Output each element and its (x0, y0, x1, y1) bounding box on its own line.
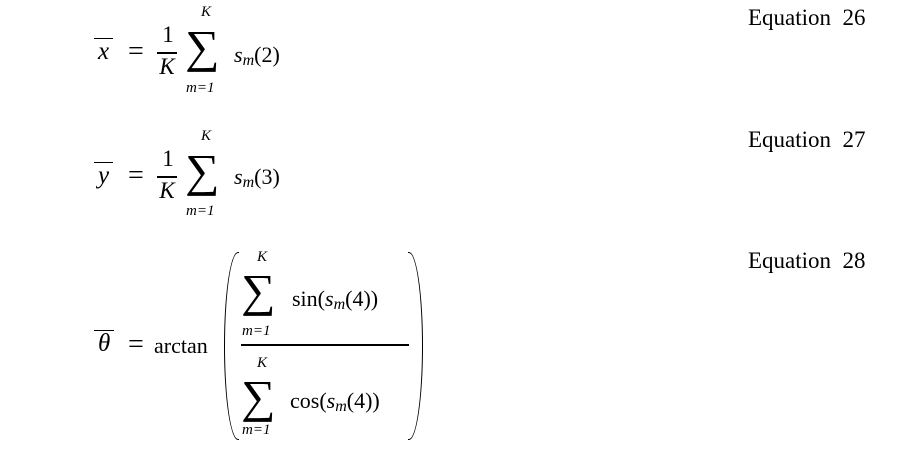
numerator-sum-lower-limit: m=1 (242, 323, 271, 339)
sin-function: sin( (292, 286, 325, 311)
numerator-argument: (4)) (345, 286, 379, 311)
summand-argument: (3) (254, 164, 280, 189)
equals-sign: = (128, 329, 144, 360)
summand: sm(2) (234, 42, 280, 70)
summand-subscript: m (242, 52, 255, 69)
left-parenthesis (224, 252, 239, 440)
summand-base: s (234, 42, 243, 67)
summand-subscript: m (242, 174, 255, 191)
numerator-subscript: m (333, 296, 346, 313)
theta-bar-variable: θ (94, 330, 115, 357)
denominator-term: cos(sm(4)) (290, 388, 380, 416)
sum-lower-limit: m=1 (186, 203, 215, 219)
fraction-numerator: 1 (162, 22, 174, 47)
equation-label: Equation 26 (748, 5, 866, 30)
y-bar-variable: y (94, 162, 114, 189)
cos-function: cos( (290, 388, 327, 413)
fraction-denominator: K (159, 54, 175, 79)
denominator-subscript: m (335, 398, 347, 415)
numerator-summation-icon: ∑ (241, 265, 276, 316)
equation-label: Equation 28 (748, 248, 866, 273)
sum-upper-limit: K (201, 128, 212, 144)
right-parenthesis (408, 252, 423, 440)
denominator-sum-lower-limit: m=1 (242, 422, 271, 438)
denominator-argument: (4)) (346, 388, 380, 413)
summation-icon: ∑ (185, 21, 220, 72)
denominator-sum-upper-limit: K (257, 355, 268, 371)
arctan-function: arctan (154, 333, 208, 358)
summand-argument: (2) (254, 42, 280, 67)
summand: sm(3) (234, 164, 280, 192)
sum-lower-limit: m=1 (186, 80, 215, 96)
denominator-base: s (326, 388, 336, 413)
x-bar-variable: x (94, 38, 114, 65)
fraction-denominator: K (159, 178, 175, 203)
fraction-bar (157, 52, 177, 54)
summand-base: s (234, 164, 243, 189)
equals-sign: = (128, 36, 144, 67)
sum-upper-limit: K (201, 4, 212, 20)
fraction-numerator: 1 (162, 146, 174, 171)
numerator-sum-upper-limit: K (257, 249, 268, 265)
numerator-base: s (325, 286, 334, 311)
numerator-term: sin(sm(4)) (292, 286, 378, 314)
arctan-fraction-bar (241, 344, 409, 346)
fraction-bar (157, 176, 177, 178)
denominator-summation-icon: ∑ (241, 371, 276, 422)
summation-icon: ∑ (185, 145, 220, 196)
equation-label: Equation 27 (748, 127, 866, 152)
equals-sign: = (128, 160, 144, 191)
